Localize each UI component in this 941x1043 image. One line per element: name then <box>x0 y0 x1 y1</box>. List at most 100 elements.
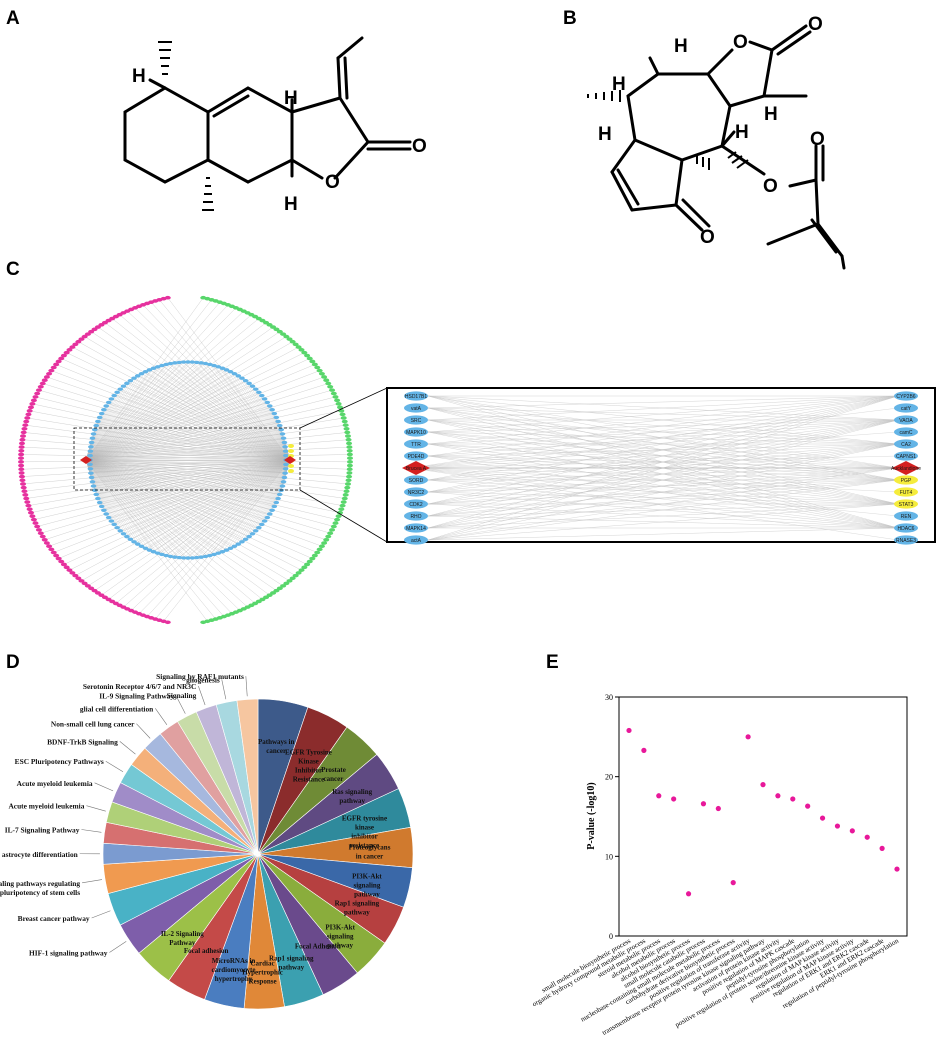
structure-a-wedges <box>158 41 214 211</box>
network-node <box>95 419 101 424</box>
network-edge <box>85 459 345 499</box>
network-node <box>35 388 42 392</box>
network-edge <box>241 378 291 461</box>
network-node <box>172 555 178 559</box>
network-node <box>286 579 293 583</box>
network-node <box>270 325 277 329</box>
network-edge <box>85 459 167 556</box>
network-node <box>146 548 153 552</box>
network-edge <box>85 432 348 461</box>
network-edge <box>85 459 259 528</box>
network-node <box>25 503 32 508</box>
pie-leader-line <box>109 941 127 953</box>
network-edge <box>85 376 325 461</box>
zoom-node-label: PDE4D <box>408 454 425 460</box>
network-node <box>207 553 213 558</box>
network-node <box>120 532 127 536</box>
network-node <box>193 555 200 560</box>
network-edge <box>196 459 291 558</box>
network-node <box>311 553 318 558</box>
network-node <box>256 526 262 530</box>
network-node <box>325 534 332 539</box>
network-edge <box>85 459 216 620</box>
network-edge <box>28 459 291 506</box>
network-edge <box>85 459 163 555</box>
network-nodes <box>18 295 353 625</box>
zoom-node <box>404 415 428 425</box>
network-edge <box>75 459 291 576</box>
network-edge <box>85 378 135 461</box>
panel-e-letter: E <box>546 652 559 673</box>
network-node <box>81 581 88 586</box>
zoom-node <box>404 403 428 413</box>
network-edge <box>85 459 250 537</box>
network-node <box>288 444 294 448</box>
network-node <box>346 456 353 460</box>
network-node <box>198 555 204 559</box>
network-edge <box>85 322 267 461</box>
network-edge <box>85 442 285 461</box>
network-node <box>306 356 313 361</box>
network-node <box>345 478 352 483</box>
network-node <box>111 522 117 527</box>
network-edge <box>234 373 291 461</box>
network-node <box>342 493 349 497</box>
network-edge <box>241 459 291 542</box>
network-node <box>304 562 311 567</box>
network-node <box>249 384 256 388</box>
network-node <box>256 390 262 394</box>
plot-frame <box>618 696 908 937</box>
network-node <box>114 526 120 530</box>
network-node <box>18 452 25 457</box>
pie-label: Breast cancer pathway <box>18 914 90 923</box>
network-edge <box>85 398 265 461</box>
zoom-node-label: RHO <box>410 514 421 520</box>
network-edge <box>157 366 291 461</box>
network-node <box>227 370 234 374</box>
network-edge <box>85 392 259 461</box>
network-node <box>93 492 100 497</box>
network-node <box>341 496 348 501</box>
zoom-edge <box>427 503 899 541</box>
network-edge <box>91 442 291 461</box>
pie-label: IL-7 Signaling Pathway <box>5 826 80 835</box>
network-edge <box>85 459 347 492</box>
structure-a-bonds <box>123 36 412 184</box>
network-node <box>20 430 27 435</box>
zoom-node-label: NR3C2 <box>408 490 425 496</box>
network-edge <box>163 459 291 622</box>
network-node <box>88 471 94 475</box>
pie-label: glial cell differentiation <box>80 704 153 713</box>
network-node <box>60 562 67 567</box>
zoom-node <box>894 391 918 401</box>
atom-h: H <box>284 194 298 215</box>
network-node <box>66 568 73 572</box>
network-edge <box>85 302 220 461</box>
network-edge <box>196 362 291 461</box>
network-node <box>24 500 31 504</box>
network-edge <box>90 451 291 461</box>
network-edge <box>85 459 277 591</box>
pie-label: Acute myeloid leukemia <box>8 802 84 811</box>
network-node <box>264 515 271 520</box>
network-node <box>346 441 353 446</box>
x-axis-category-labels: small molecule biosynthetic processorgan… <box>531 937 901 1037</box>
network-node <box>103 512 110 516</box>
network-edge <box>85 459 248 608</box>
network-node <box>346 474 353 479</box>
network-edge <box>85 380 246 461</box>
network-node <box>176 555 183 560</box>
network-node <box>321 375 328 379</box>
pie-label: Focal Adhesion <box>295 942 341 950</box>
network-node <box>259 522 265 527</box>
network-node <box>108 519 115 523</box>
zoom-edge <box>427 527 899 541</box>
network-edge <box>85 459 285 478</box>
network-edge <box>218 366 291 461</box>
scatter-point <box>700 801 707 807</box>
network-node <box>90 484 97 488</box>
network-edge <box>85 368 223 461</box>
